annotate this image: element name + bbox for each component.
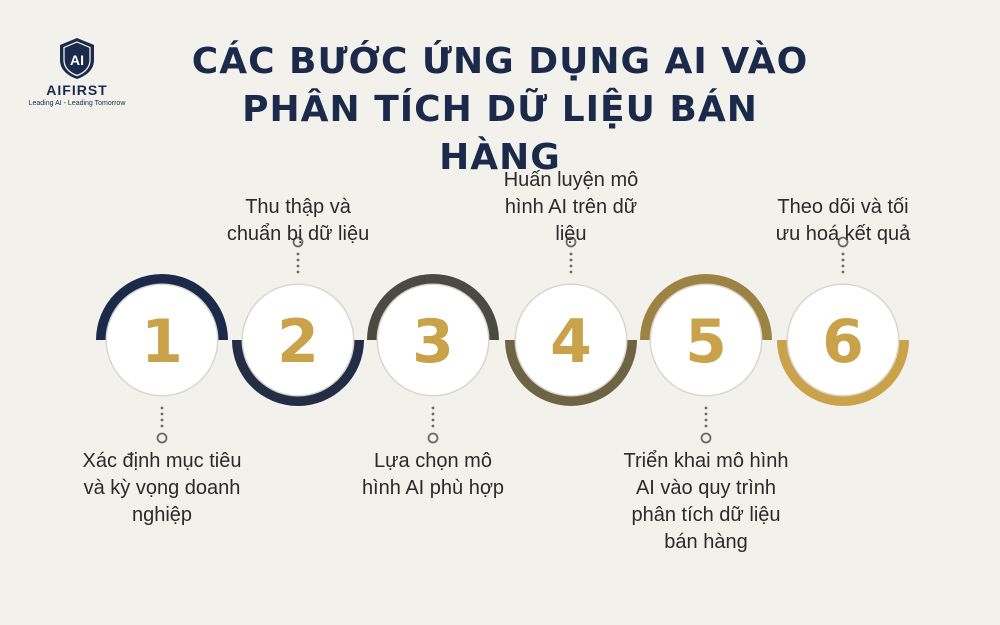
title-line-1: CÁC BƯỚC ỨNG DỤNG AI VÀO (191, 41, 809, 82)
connector-dot (704, 418, 708, 422)
connector-dot (704, 424, 708, 428)
connector-dot (431, 406, 435, 410)
connector-end-icon (837, 236, 849, 248)
connector-dot (296, 264, 300, 268)
step-disc (788, 285, 898, 395)
page-title: CÁC BƯỚC ỨNG DỤNG AI VÀO PHÂN TÍCH DỮ LI… (190, 38, 810, 182)
connector-dot (704, 412, 708, 416)
connector-end-icon (156, 432, 168, 444)
step-number: 5 (685, 307, 727, 377)
connector-dot (704, 406, 708, 410)
connector-dot (160, 418, 164, 422)
step-label-5: Triển khai mô hình AI vào quy trình phân… (623, 450, 789, 553)
connector-dot (431, 418, 435, 422)
step-label-1: Xác định mục tiêu và kỳ vọng doanh nghiệ… (82, 450, 242, 526)
connector-end-icon (427, 432, 439, 444)
step-disc (107, 285, 217, 395)
connector-dot (160, 424, 164, 428)
shield-logo-icon: AI (60, 38, 94, 79)
step-disc (378, 285, 488, 395)
connector-dot (841, 252, 845, 256)
connector-dot (431, 424, 435, 428)
step-label-3: Lựa chọn mô hình AI phù hợp (361, 450, 505, 499)
step-1: 1 (96, 274, 228, 444)
step-number: 2 (277, 307, 319, 377)
logo: AI AIFIRST Leading AI - Leading Tomorrow (22, 36, 132, 107)
connector-dot (296, 252, 300, 256)
connector-dot (569, 270, 573, 274)
step-disc (516, 285, 626, 395)
step-2: 2 (232, 236, 364, 406)
step-label-2: Thu thập và chuẩn bị dữ liệu (226, 196, 370, 245)
connector-dot (160, 412, 164, 416)
step-disc (651, 285, 761, 395)
step-disc (243, 285, 353, 395)
connector-dot (431, 412, 435, 416)
connector-dot (160, 406, 164, 410)
step-6: 6 (777, 236, 909, 406)
step-label-4: Huấn luyện mô hình AI trên dữ liệu (503, 169, 639, 245)
connector-dot (841, 270, 845, 274)
connector-dot (569, 264, 573, 268)
step-4: 4 (505, 236, 637, 406)
connector-dot (296, 270, 300, 274)
logo-mark: AI (70, 52, 84, 68)
connector-dot (569, 258, 573, 262)
connector-dot (569, 252, 573, 256)
connector-end-icon (565, 236, 577, 248)
connector-end-icon (292, 236, 304, 248)
step-number: 3 (412, 307, 454, 377)
step-number: 4 (550, 307, 592, 377)
logo-tagline: Leading AI - Leading Tomorrow (28, 100, 126, 107)
step-label-6: Theo dõi và tối ưu hoá kết quả (775, 196, 911, 245)
title-line-2: PHÂN TÍCH DỮ LIỆU BÁN HÀNG (242, 89, 758, 178)
step-3: 3 (367, 274, 499, 444)
connector-dot (841, 264, 845, 268)
connector-end-icon (700, 432, 712, 444)
step-number: 1 (141, 307, 183, 377)
step-number: 6 (822, 307, 864, 377)
logo-name: AIFIRST (46, 82, 108, 98)
step-5: 5 (640, 274, 772, 444)
connector-dot (841, 258, 845, 262)
connector-dot (296, 258, 300, 262)
